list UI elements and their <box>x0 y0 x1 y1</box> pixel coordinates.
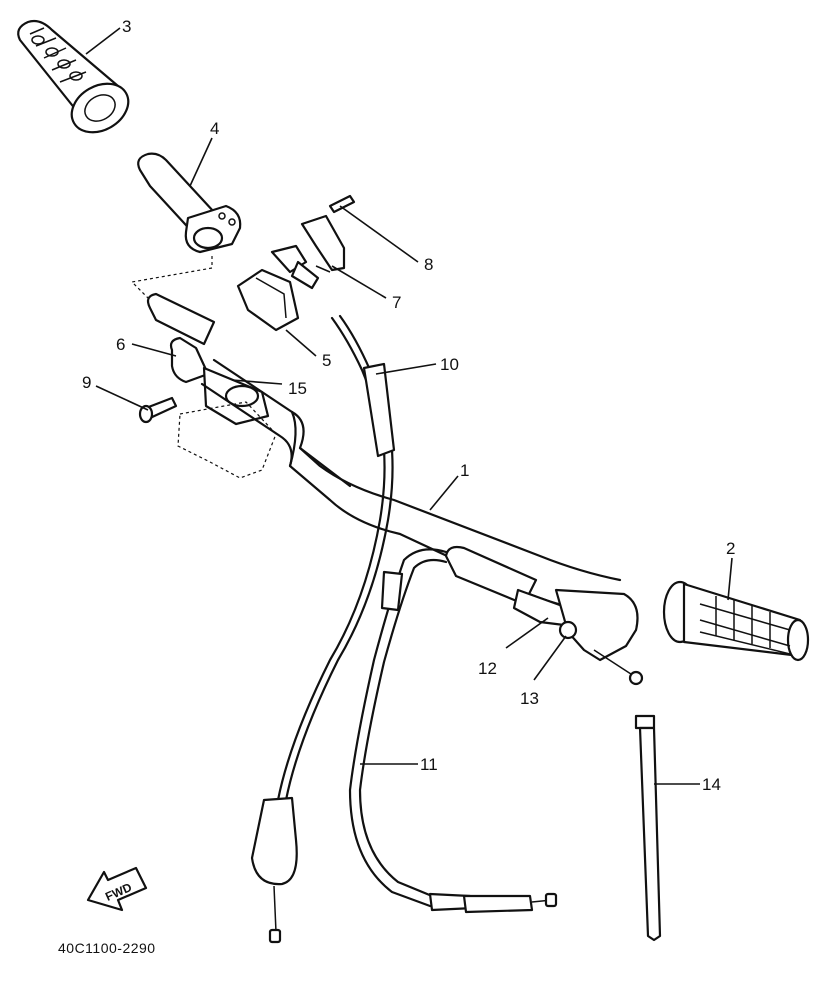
part-9-screw <box>138 396 178 424</box>
part-14-cable-tie <box>634 714 662 942</box>
part-7-cable-adjuster <box>270 244 331 290</box>
part-4-throttle-grip <box>137 152 242 254</box>
callout-14: 14 <box>702 775 721 794</box>
callout-9: 9 <box>82 373 91 392</box>
part-6-lever-holder <box>146 292 270 426</box>
part-12-13-lever-assembly <box>444 545 644 686</box>
callout-1: 1 <box>460 461 469 480</box>
part-5-throttle-housing <box>236 268 300 332</box>
callout-5: 5 <box>322 351 331 370</box>
callout-15: 15 <box>288 379 307 398</box>
callout-12: 12 <box>478 659 497 678</box>
part-11-clutch-cable <box>348 548 558 914</box>
callout-3: 3 <box>122 17 131 36</box>
callout-10: 10 <box>440 355 459 374</box>
callout-labels: 1 2 3 4 5 6 7 8 9 10 11 12 13 14 15 <box>82 17 735 794</box>
callout-7: 7 <box>392 293 401 312</box>
callout-4: 4 <box>210 119 219 138</box>
callout-8: 8 <box>424 255 433 274</box>
callout-13: 13 <box>520 689 539 708</box>
callout-6: 6 <box>116 335 125 354</box>
leader-lines <box>85 27 733 785</box>
part-8-cover-screw <box>300 194 356 272</box>
callout-11: 11 <box>420 755 438 774</box>
part-3-left-grip <box>17 19 130 134</box>
callout-2: 2 <box>726 539 735 558</box>
fwd-arrow-icon: FWD <box>86 866 148 912</box>
part-10-throttle-cable <box>250 314 396 944</box>
part-2-right-grip <box>662 580 810 662</box>
diagram-reference-code: 40C1100-2290 <box>58 940 156 956</box>
